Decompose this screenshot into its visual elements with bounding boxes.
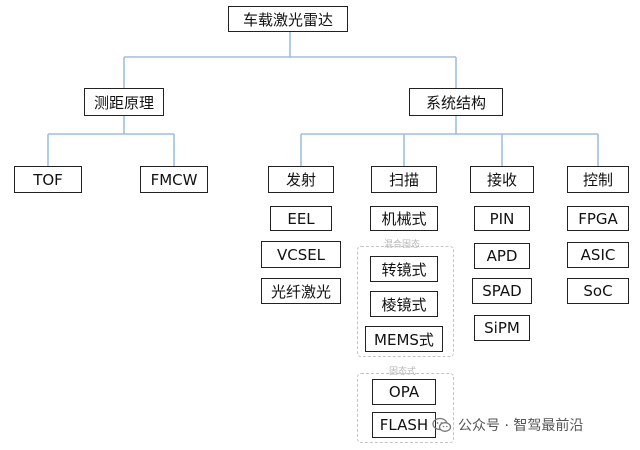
node-root: 车载激光雷达 [228, 6, 348, 32]
node-opa: OPA [372, 379, 436, 405]
node-receive: 接收 [470, 166, 534, 193]
node-asic: ASIC [567, 242, 629, 268]
group-hybrid-label: 混合固态 [384, 240, 421, 250]
node-vcsel: VCSEL [261, 241, 341, 268]
node-pin: PIN [474, 206, 530, 231]
node-emit: 发射 [268, 166, 334, 193]
node-sipm: SiPM [474, 315, 530, 341]
node-mechanical: 机械式 [370, 206, 438, 231]
node-tof: TOF [14, 166, 82, 193]
node-fmcw: FMCW [140, 166, 208, 193]
node-flash: FLASH [372, 412, 436, 438]
node-system: 系统结构 [409, 88, 503, 116]
watermark-text: 公众号 · 智驾最前沿 [458, 418, 584, 434]
node-prism-mirror: 棱镜式 [370, 291, 438, 317]
node-apd: APD [474, 243, 530, 269]
node-principle: 测距原理 [84, 88, 164, 116]
group-solid-state [357, 373, 454, 443]
watermark: 公众号 · 智驾最前沿 [432, 415, 583, 435]
node-soc: SoC [567, 278, 629, 304]
node-fpga: FPGA [567, 206, 629, 231]
node-eel: EEL [270, 206, 332, 231]
node-spad: SPAD [472, 278, 532, 304]
node-fiber-laser: 光纤激光 [261, 278, 341, 304]
wechat-icon [432, 417, 452, 432]
node-rotating-mirror: 转镜式 [370, 256, 438, 282]
node-control: 控制 [567, 166, 629, 193]
node-mems: MEMS式 [365, 326, 443, 352]
group-solid-label: 固态式 [389, 367, 417, 377]
group-hybrid-solid [357, 246, 454, 357]
node-scan: 扫描 [371, 166, 437, 193]
